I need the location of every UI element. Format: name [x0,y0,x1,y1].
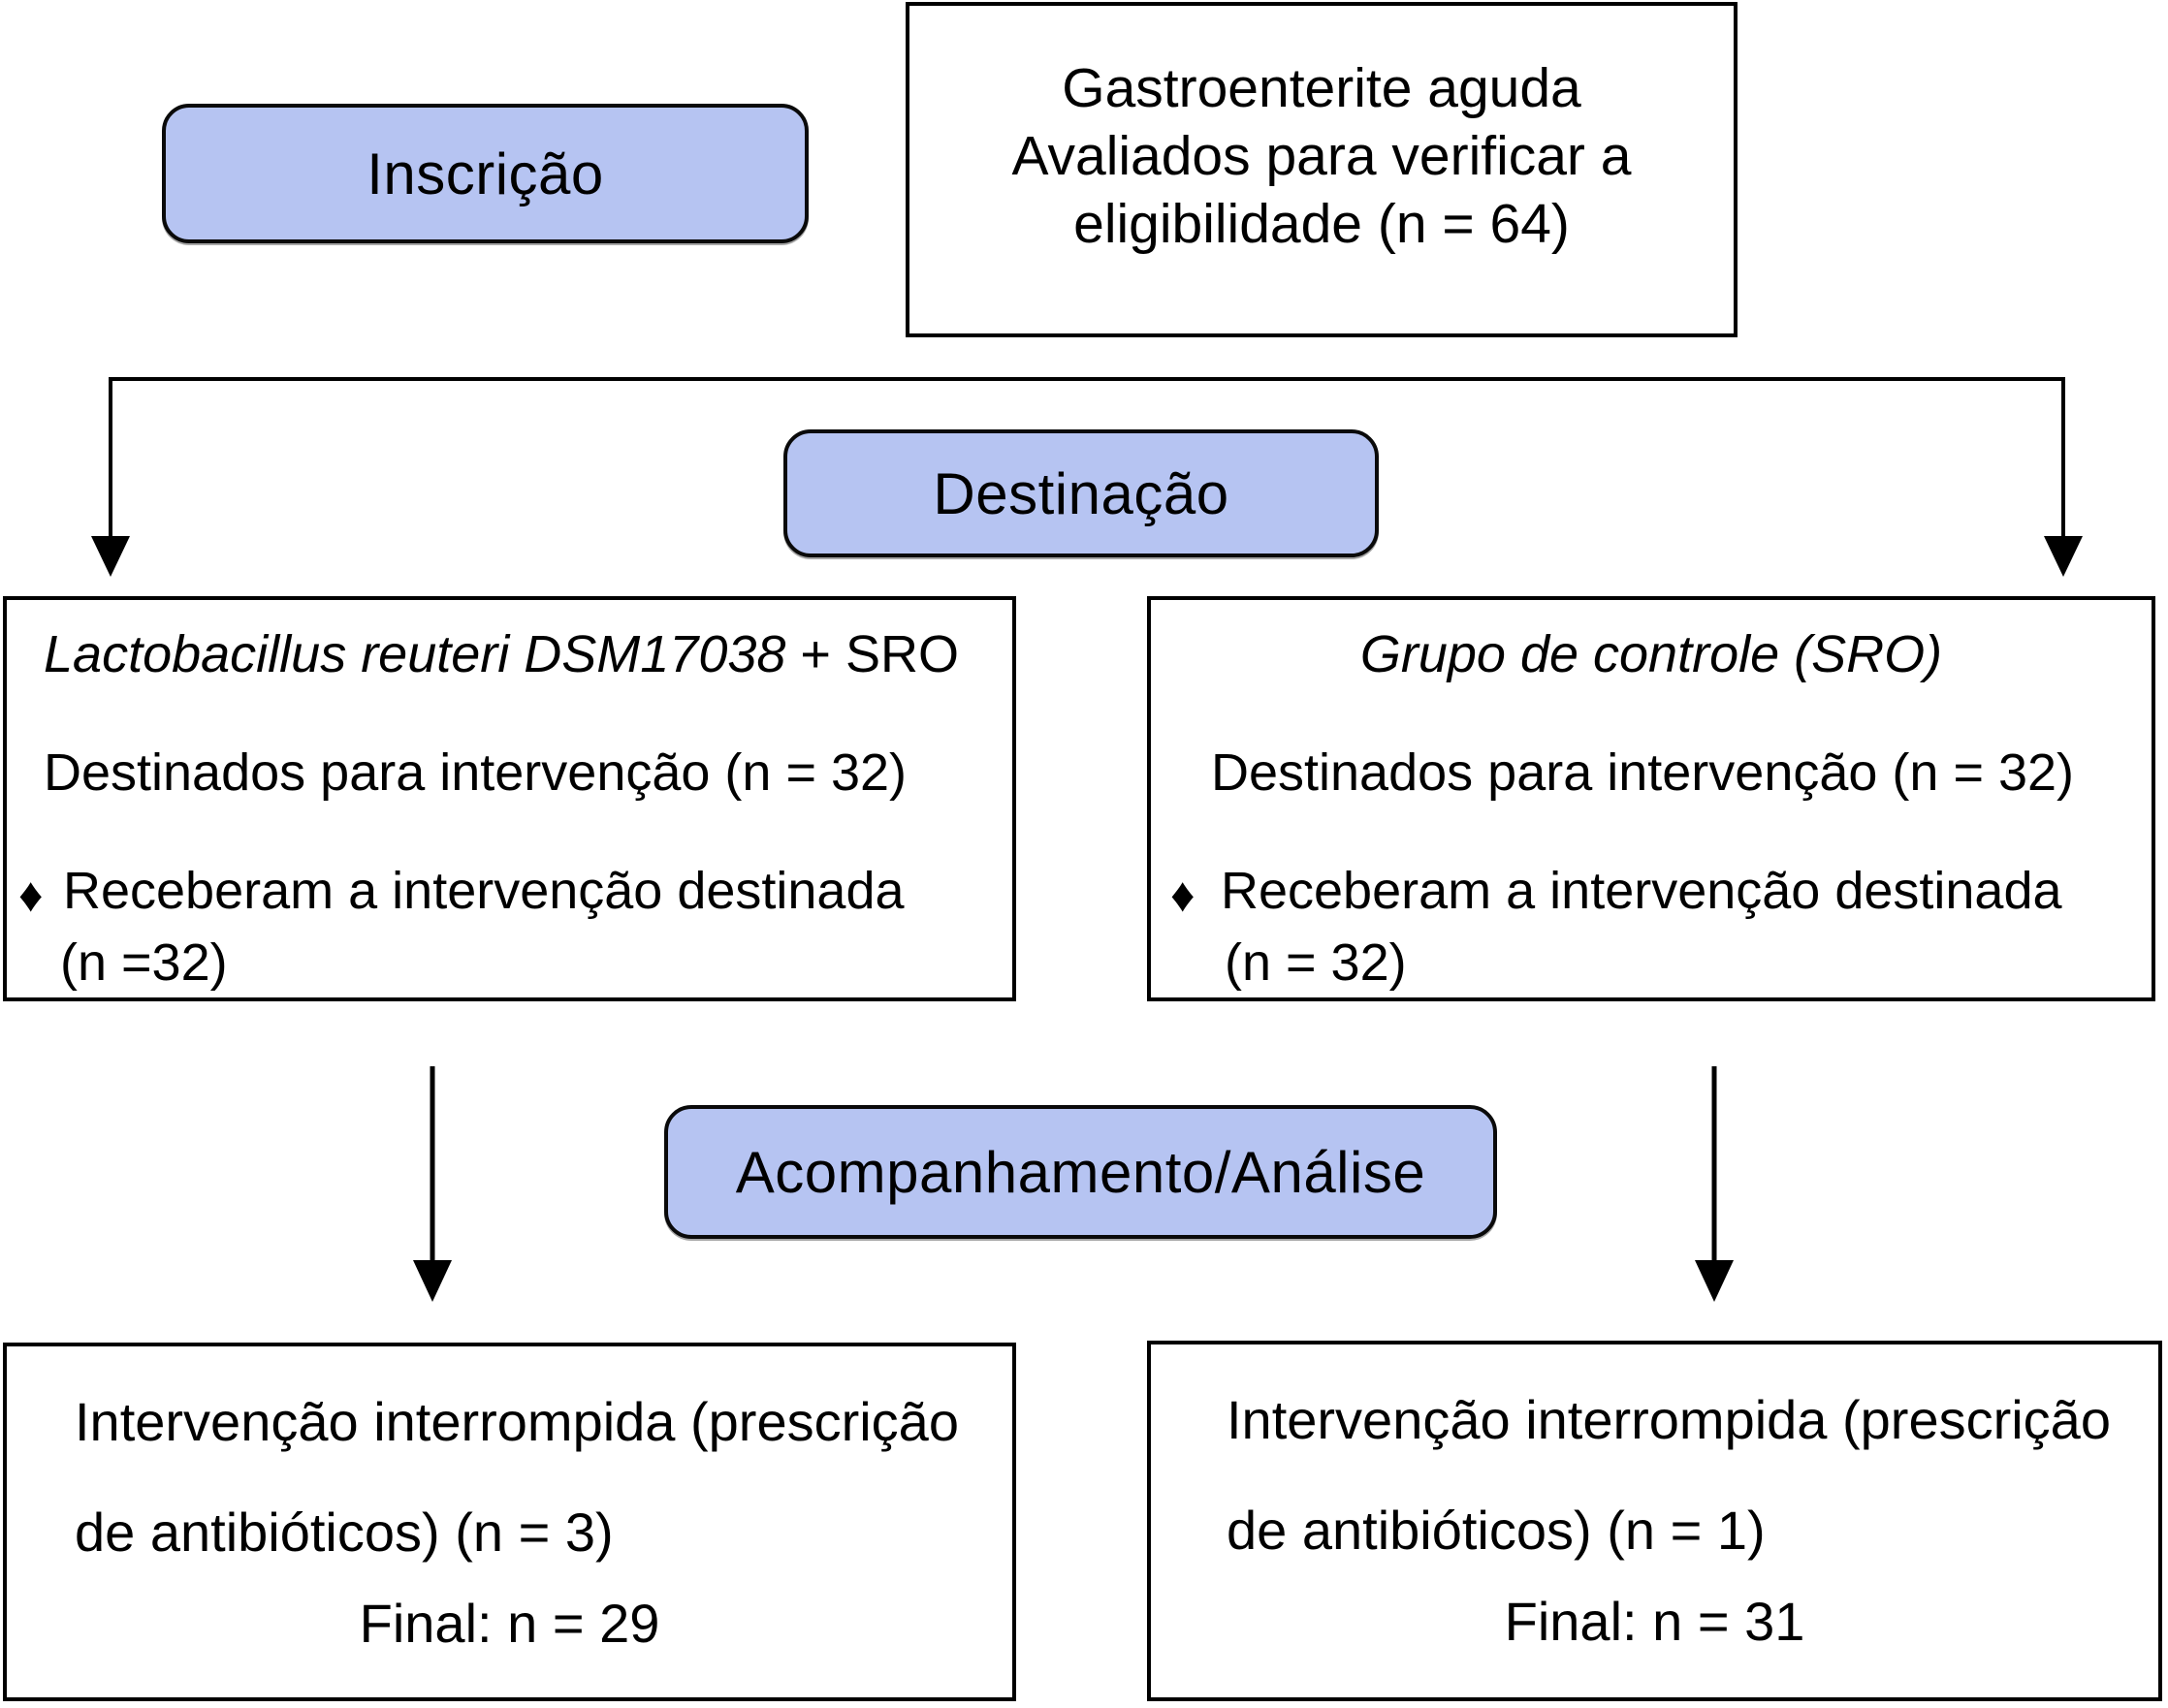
eligibility-line-2: Avaliados para verificar a [1011,125,1632,187]
control-outcome-box: Intervenção interrompida (prescrição de … [1147,1341,2162,1701]
arrow-down-followup-left-icon [413,1066,452,1302]
control-group-box: Grupo de controle (SRO) Destinados para … [1147,596,2155,1001]
stage-pill-allocation-label: Destinação [933,460,1229,526]
eligibility-text: Gastroenterite aguda Avaliados para veri… [909,6,1734,258]
arrow-down-left-icon [91,377,130,577]
arrow-down-right-icon [2044,377,2083,577]
stage-pill-allocation: Destinação [783,429,1379,557]
eligibility-line-3: eligibilidade (n = 64) [1073,193,1570,255]
intervention-group-allocated: Destinados para intervenção (n = 32) [44,743,908,802]
eligibility-line-1: Gastroenterite aguda [1062,57,1581,119]
intervention-outcome-box: Intervenção interrompida (prescrição de … [3,1343,1016,1701]
control-group-received: Receberam a intervenção destinada [1221,862,2062,920]
arrow-down-followup-right-icon [1695,1066,1734,1302]
diamond-bullet-icon: ♦ [1170,868,1196,922]
intervention-group-title-strain: Lactobacillus reuteri DSM17038 [44,625,786,683]
intervention-group-title: Lactobacillus reuteri DSM17038 + SRO [44,623,959,685]
control-outcome-line-1: Intervenção interrompida (prescrição [1227,1389,2111,1450]
intervention-group-box: Lactobacillus reuteri DSM17038 + SRO Des… [3,596,1016,1001]
intervention-outcome-line-1: Intervenção interrompida (prescrição [75,1391,959,1452]
intervention-group-received: Receberam a intervenção destinada [63,862,905,920]
stage-pill-enrollment: Inscrição [162,104,809,243]
eligibility-box: Gastroenterite aguda Avaliados para veri… [906,2,1738,337]
stage-pill-enrollment-label: Inscrição [367,141,604,206]
control-group-received-n: (n = 32) [1225,933,1407,992]
intervention-group-received-n: (n =32) [60,933,228,992]
control-outcome-final: Final: n = 31 [1504,1591,1805,1652]
intervention-outcome-final: Final: n = 29 [359,1593,660,1654]
diamond-bullet-icon: ♦ [18,868,44,922]
stage-pill-followup-label: Acompanhamento/Análise [735,1139,1426,1205]
stage-pill-followup: Acompanhamento/Análise [664,1105,1497,1239]
intervention-outcome-line-2: de antibióticos) (n = 3) [75,1502,614,1563]
intervention-group-title-suffix: + SRO [785,625,959,683]
control-group-title: Grupo de controle (SRO) [1359,625,1943,683]
control-outcome-line-2: de antibióticos) (n = 1) [1227,1500,1766,1561]
control-group-allocated: Destinados para intervenção (n = 32) [1211,743,2075,802]
